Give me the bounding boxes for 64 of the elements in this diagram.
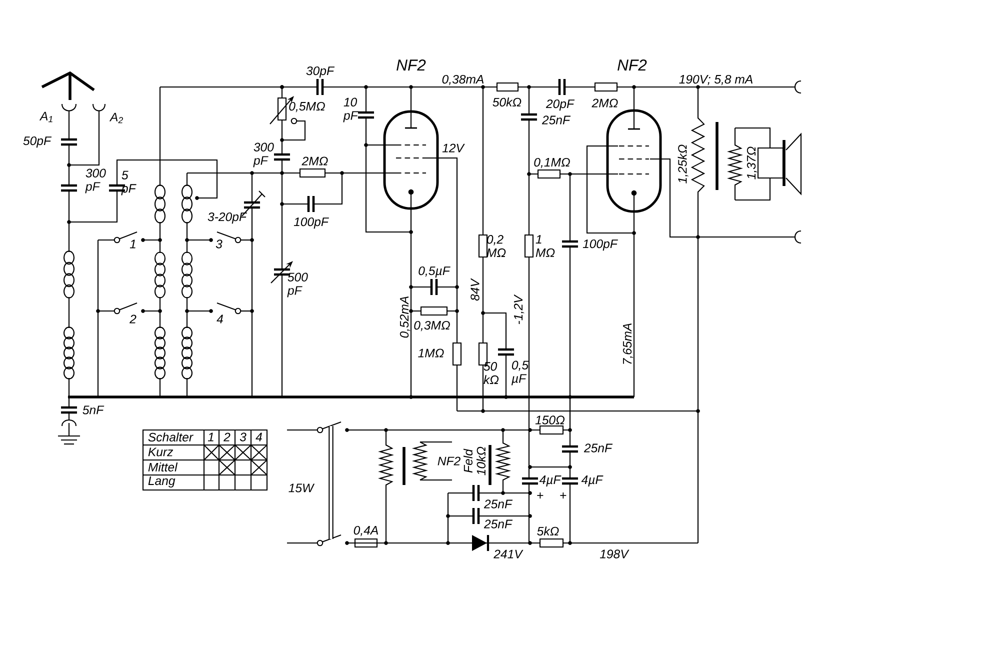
value-label: 1 MΩ <box>536 235 555 257</box>
table-cell: 2 <box>224 432 230 442</box>
value-label: 2MΩ <box>302 156 328 166</box>
value-label: 2MΩ <box>592 98 618 108</box>
value-label: 190V; 5,8 mA <box>679 74 752 86</box>
switch-number: 4 <box>216 314 223 324</box>
switch-number: 3 <box>216 240 222 248</box>
terminal-label: A$_{1}$ <box>39 112 52 122</box>
tube-label: NF2 <box>396 59 426 71</box>
value-label: 5kΩ <box>537 526 559 536</box>
polarity-sign: + <box>537 492 544 498</box>
switch-number: 2 <box>130 314 136 324</box>
value-label: 1MΩ <box>418 348 444 358</box>
table-cell: Lang <box>148 476 176 488</box>
coil-label: NF2 <box>438 456 460 466</box>
value-label: 100pF <box>582 239 618 251</box>
value-label: 25nF <box>584 444 613 452</box>
table-cell: Kurz <box>148 448 174 456</box>
value-label: 20pF <box>546 99 575 111</box>
coil-label: Feld <box>464 448 473 473</box>
value-label: 241V <box>494 550 524 558</box>
table-cell: 4 <box>256 432 262 442</box>
value-label: 100pF <box>294 217 329 229</box>
value-label: 198V <box>600 550 630 558</box>
table-cell: Mittel <box>148 462 178 472</box>
table-cell: 1 <box>208 432 214 442</box>
value-label: 4µF <box>539 476 562 487</box>
value-label: 10kΩ <box>476 446 486 476</box>
value-label: 500 pF <box>287 272 308 298</box>
value-label: -1,2V <box>514 294 524 324</box>
value-label: 0,3MΩ <box>414 320 450 332</box>
value-label: 25nF <box>542 116 571 124</box>
value-label: 0,1MΩ <box>534 158 570 168</box>
table-cell: Schalter <box>148 432 194 442</box>
value-label: 50kΩ <box>492 98 522 107</box>
value-label: 0,2 MΩ <box>486 235 506 257</box>
value-label: 7,65mA <box>622 323 634 364</box>
value-label: 4µF <box>581 476 604 487</box>
tube-label: NF2 <box>618 59 647 71</box>
value-label: 84V <box>470 278 480 301</box>
value-label: 150Ω <box>535 416 564 424</box>
value-label: 0,52mA <box>400 296 410 338</box>
value-label: 3-20pF <box>208 212 248 224</box>
value-label: 30pF <box>306 66 335 78</box>
switch-number: 1 <box>130 240 136 248</box>
value-label: 5nF <box>82 406 104 414</box>
polarity-sign: + <box>560 492 566 498</box>
table-cell: 3 <box>240 432 246 442</box>
value-label: 300 pF <box>253 142 274 168</box>
value-label: 0,5µF <box>418 266 450 278</box>
value-label: 1,25kΩ <box>678 144 688 184</box>
value-label: 50pF <box>23 136 52 148</box>
value-label: 0,4A <box>354 526 378 536</box>
value-label: 0,38mA <box>442 74 484 86</box>
value-label: 15W <box>288 484 315 492</box>
value-label: 10 pF <box>343 98 358 122</box>
value-label: 1,37Ω <box>746 146 758 180</box>
value-label: 25nF <box>484 520 513 528</box>
value-label: 0,5MΩ <box>289 102 325 112</box>
value-label: 12V <box>442 144 465 152</box>
value-label: 300 pF <box>85 168 106 194</box>
value-label: 0,5 µF <box>511 360 529 386</box>
terminal-label: A$_{2}$ <box>109 112 123 124</box>
value-label: 25nF <box>484 500 513 508</box>
